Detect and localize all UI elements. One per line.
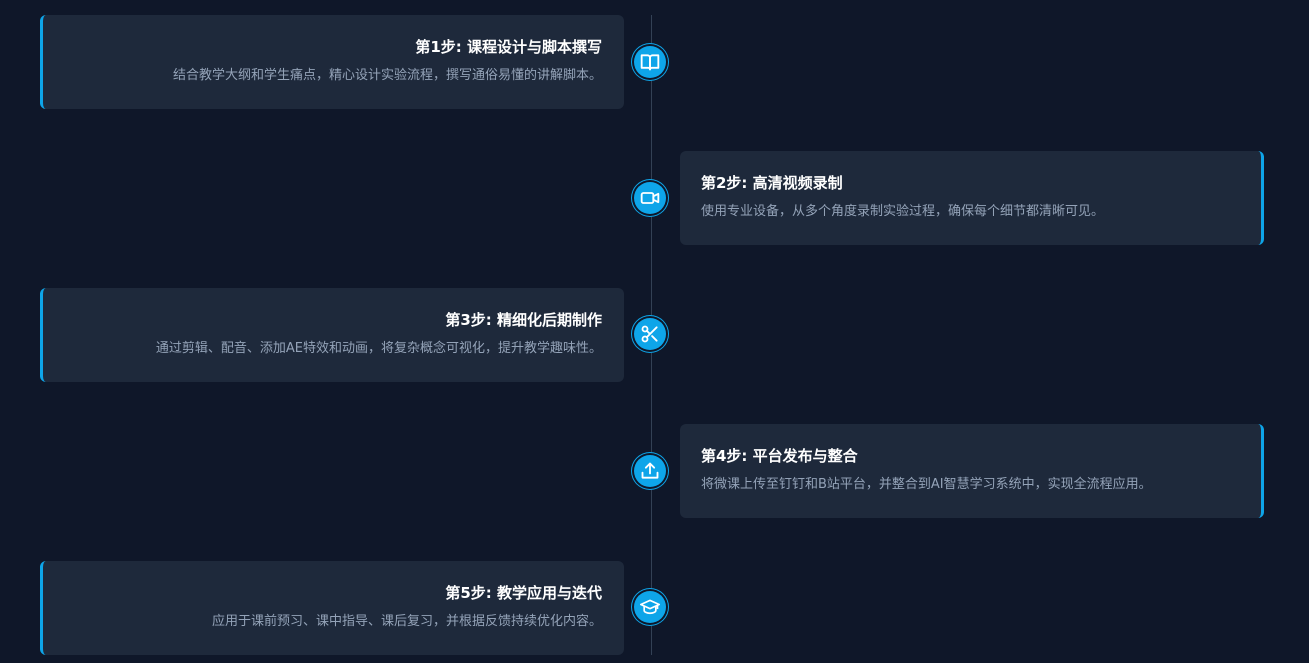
graduation-cap-icon: [634, 591, 666, 623]
step-description: 将微课上传至钉钉和B站平台，并整合到AI智慧学习系统中，实现全流程应用。: [701, 477, 1152, 492]
step-card-3: 第3步: 精细化后期制作 通过剪辑、配音、添加AE特效和动画，将复杂概念可视化，…: [40, 288, 624, 382]
upload-icon: [634, 455, 666, 487]
step-description: 结合教学大纲和学生痛点，精心设计实验流程，撰写通俗易懂的讲解脚本。: [172, 68, 602, 83]
scissors-icon: [634, 318, 666, 350]
step-description: 使用专业设备，从多个角度录制实验过程，确保每个细节都清晰可见。: [701, 204, 1105, 219]
step-card-2: 第2步: 高清视频录制 使用专业设备，从多个角度录制实验过程，确保每个细节都清晰…: [680, 151, 1264, 245]
step-card-5: 第5步: 教学应用与迭代 应用于课前预习、课中指导、课后复习，并根据反馈持续优化…: [40, 561, 624, 655]
video-camera-icon: [634, 182, 666, 214]
step-title: 第1步: 课程设计与脚本撰写: [415, 38, 602, 56]
step-title: 第5步: 教学应用与迭代: [445, 584, 602, 602]
step-description: 应用于课前预习、课中指导、课后复习，并根据反馈持续优化内容。: [211, 614, 602, 629]
book-open-icon: [634, 46, 666, 78]
step-title: 第2步: 高清视频录制: [701, 174, 843, 192]
step-title: 第3步: 精细化后期制作: [445, 311, 602, 329]
step-title: 第4步: 平台发布与整合: [701, 447, 858, 465]
step-description: 通过剪辑、配音、添加AE特效和动画，将复杂概念可视化，提升教学趣味性。: [155, 341, 602, 356]
step-card-1: 第1步: 课程设计与脚本撰写 结合教学大纲和学生痛点，精心设计实验流程，撰写通俗…: [40, 15, 624, 109]
step-card-4: 第4步: 平台发布与整合 将微课上传至钉钉和B站平台，并整合到AI智慧学习系统中…: [680, 424, 1264, 518]
